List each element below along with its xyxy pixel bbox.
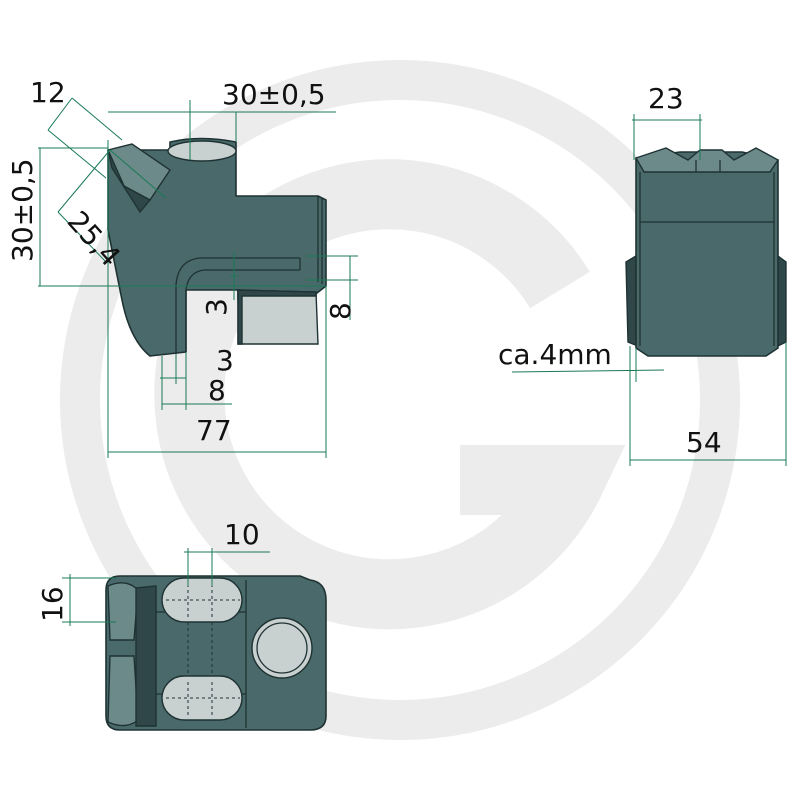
dim-wall: ca.4mm: [498, 338, 612, 371]
side-right-bevel: [317, 196, 323, 284]
side-channel-inner: [185, 269, 300, 352]
top-left-lobe-lower: [107, 655, 139, 727]
side-top-hole: [167, 140, 237, 162]
top-hidden-link: [187, 622, 213, 676]
front-top-notch: [695, 160, 721, 172]
front-right-flange: [777, 254, 787, 348]
top-slot-lower-centerlines: [166, 682, 240, 716]
dim-chamfer-width: 12: [30, 76, 66, 109]
top-round-hole-rim: [256, 622, 308, 674]
top-left-lobe-upper: [107, 582, 139, 641]
front-view: [625, 147, 787, 357]
side-view: [107, 137, 327, 357]
dim-width-top: 30±0,5: [222, 78, 326, 111]
dim-slot-height: 3: [200, 298, 233, 316]
front-panel-line: [639, 172, 775, 346]
dim-hole-spacing: 10: [224, 518, 260, 551]
side-slot-face: [237, 289, 319, 345]
side-chamfer-shadow: [107, 149, 152, 214]
side-view-dimensions: 30±0,5 30±0,5 12 25,4 3 8 3 8 77: [6, 76, 358, 458]
dim-total-width: 54: [686, 426, 722, 459]
front-view-dimensions: 23 ca.4mm 54: [498, 82, 787, 466]
dim-height-left: 30±0,5: [6, 158, 39, 262]
watermark-logo: [60, 60, 740, 740]
side-slot-shade: [237, 289, 317, 345]
dim-bottom-3: 3: [216, 344, 234, 377]
dim-hole-width: 16: [36, 586, 69, 622]
dim-slot-depth: 8: [324, 302, 357, 320]
top-slot-upper-centerlines: [166, 584, 240, 618]
top-left-strip: [135, 585, 157, 727]
dim-bottom-8: 8: [208, 374, 226, 407]
side-channel-outer: [175, 257, 300, 354]
top-body: [105, 575, 327, 731]
top-view: [105, 575, 327, 731]
dim-top-width: 23: [648, 82, 684, 115]
dim-total-length: 77: [196, 414, 232, 447]
front-body: [635, 151, 779, 357]
front-top-crown: [634, 147, 780, 173]
top-round-hole: [251, 617, 313, 679]
top-view-dimensions: 10 16: [36, 518, 270, 626]
